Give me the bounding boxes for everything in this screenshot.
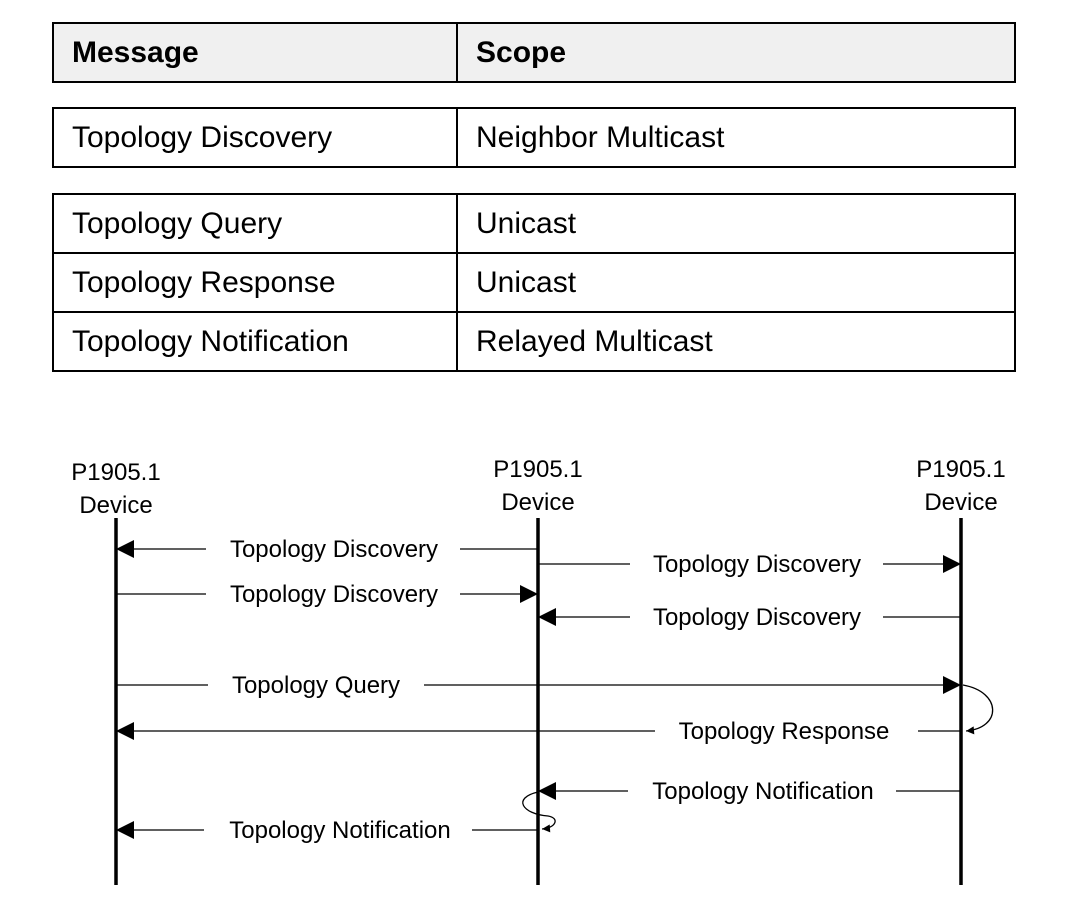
message-label: Topology Notification (652, 778, 873, 805)
message-cell: Topology Discovery (52, 107, 458, 168)
table-row: Topology Response Unicast (52, 252, 1016, 313)
message-topology-discovery-3-to-2: Topology Discovery (538, 604, 961, 631)
discovery-table: Topology Discovery Neighbor Multicast (52, 107, 1016, 168)
device-3-label-line2: Device (924, 489, 997, 516)
message-topology-discovery-1-to-2: Topology Discovery (116, 581, 538, 608)
message-label: Topology Response (679, 718, 890, 745)
topology-messages-table: Topology Query Unicast Topology Response… (52, 193, 1016, 372)
table-row: Topology Query Unicast (52, 193, 1016, 254)
message-label: Topology Notification (229, 817, 450, 844)
device-1-label-line2: Device (79, 492, 152, 519)
scope-cell: Unicast (456, 193, 1016, 254)
device-2-label-line2: Device (501, 489, 574, 516)
header-table: Message Scope (52, 22, 1016, 83)
message-cell: Topology Response (52, 252, 458, 313)
header-message: Message (52, 22, 458, 83)
message-topology-response: Topology Response (116, 718, 961, 745)
table-row: Topology Notification Relayed Multicast (52, 311, 1016, 372)
message-topology-query: Topology Query (116, 672, 961, 699)
message-topology-discovery-2-to-3: Topology Discovery (538, 551, 961, 578)
device-3-label-line1: P1905.1 (916, 456, 1005, 483)
scope-cell: Unicast (456, 252, 1016, 313)
header-row: Message Scope (52, 22, 1016, 83)
device-3-processing-loop (962, 684, 994, 735)
device-1-label-line1: P1905.1 (71, 459, 160, 486)
table-row: Topology Discovery Neighbor Multicast (52, 107, 1016, 168)
message-cell: Topology Query (52, 193, 458, 254)
device-2-relay-loop (522, 791, 556, 833)
message-label: Topology Discovery (653, 604, 861, 631)
scope-cell: Neighbor Multicast (456, 107, 1016, 168)
scope-cell: Relayed Multicast (456, 311, 1016, 372)
device-2-label-line1: P1905.1 (493, 456, 582, 483)
sequence-diagram: P1905.1 Device P1905.1 Device P1905.1 De… (71, 456, 1006, 885)
message-label: Topology Discovery (230, 536, 438, 563)
message-label: Topology Query (232, 672, 400, 699)
message-cell: Topology Notification (52, 311, 458, 372)
message-label: Topology Discovery (230, 581, 438, 608)
message-label: Topology Discovery (653, 551, 861, 578)
message-topology-notification-3-to-2: Topology Notification (538, 778, 961, 805)
message-topology-notification-2-to-1: Topology Notification (116, 817, 538, 844)
message-topology-discovery-2-to-1: Topology Discovery (116, 536, 538, 563)
header-scope: Scope (456, 22, 1016, 83)
